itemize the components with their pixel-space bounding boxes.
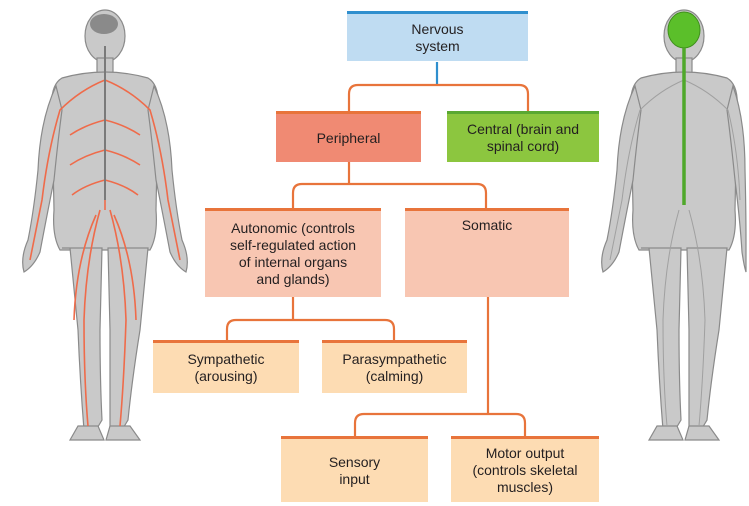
- nervous-system-node: Nervous system: [347, 11, 528, 61]
- sensory-input-node: Sensory input: [281, 436, 428, 502]
- sympathetic-node: Sympathetic (arousing): [153, 340, 299, 393]
- somatic-node: Somatic: [405, 208, 569, 297]
- autonomic-node: Autonomic (controls self-regulated actio…: [205, 208, 381, 297]
- peripheral-node: Peripheral: [276, 111, 421, 162]
- parasympathetic-node: Parasympathetic (calming): [322, 340, 467, 393]
- central-node: Central (brain and spinal cord): [447, 111, 599, 162]
- motor-output-node: Motor output (controls skeletal muscles): [451, 436, 599, 502]
